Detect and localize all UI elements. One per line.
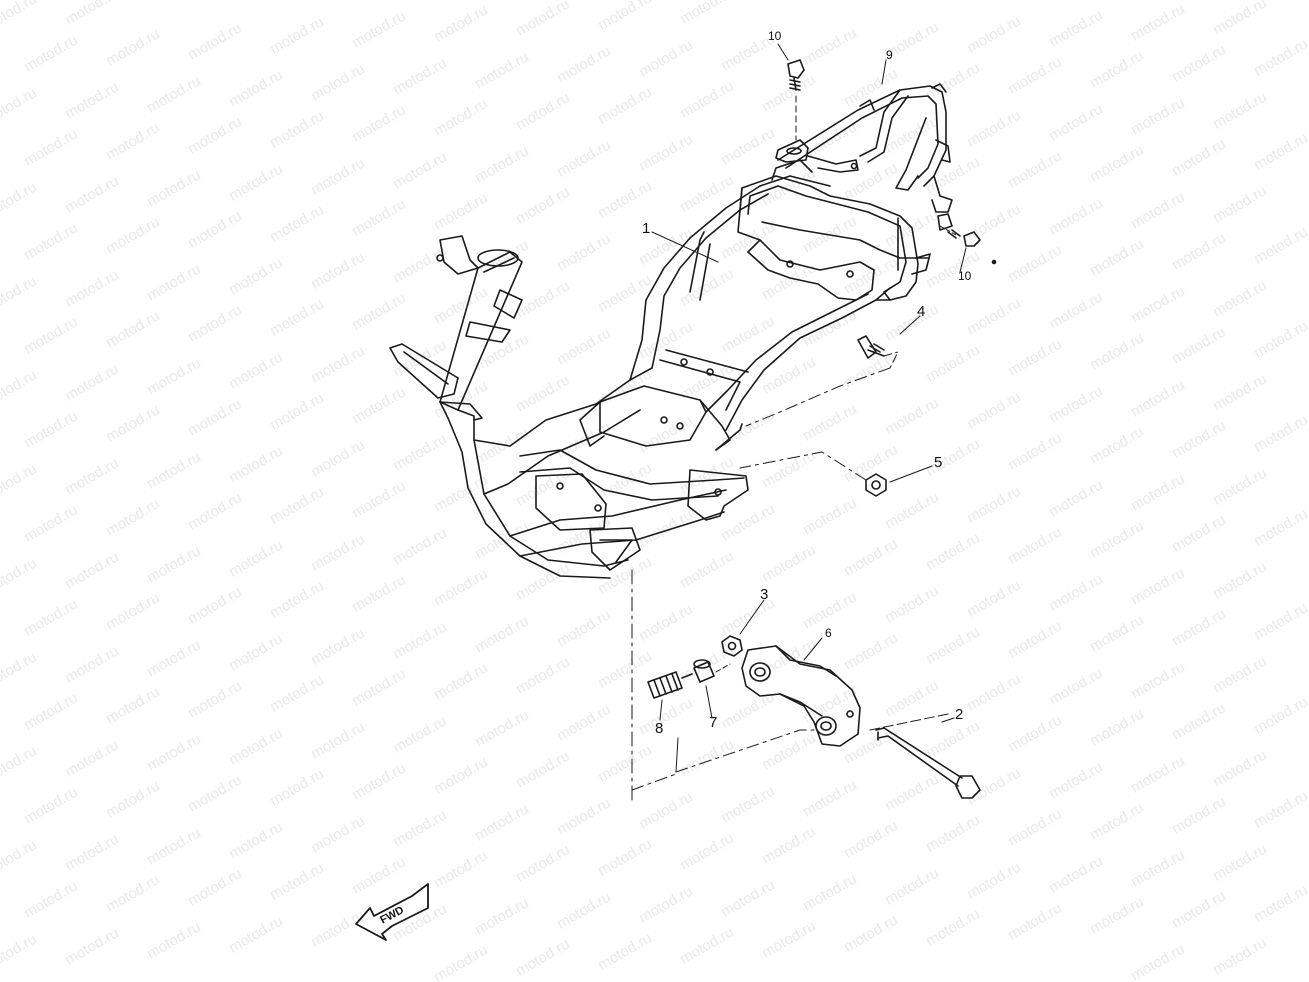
callout-engine-bracket: 6: [825, 626, 832, 640]
callout-pivot-bolt: 2: [955, 706, 964, 723]
callout-bolt-4: 4: [917, 303, 926, 320]
pivot-bolt-2-drawing: [869, 713, 981, 799]
nut-5-drawing: [739, 451, 887, 497]
damper-8-drawing: [647, 671, 693, 699]
fwd-label: FWD: [378, 904, 406, 926]
rear-stay-drawing: [775, 83, 953, 231]
callout-bolt-top: 10: [768, 29, 782, 43]
bolt-top-drawing: [787, 59, 805, 141]
callout-damper: 8: [655, 720, 664, 737]
callout-rear-stay: 9: [886, 48, 893, 62]
nut-3-drawing: [721, 635, 743, 657]
callout-bolt-right: 10: [958, 269, 972, 283]
fwd-arrow-icon: FWD: [355, 883, 429, 941]
engine-bracket-drawing: [741, 645, 861, 747]
main-frame-drawing: [389, 159, 931, 579]
callout-collar: 7: [709, 714, 718, 731]
callout-nut-small: 3: [760, 586, 769, 603]
collar-7-drawing: [693, 659, 731, 683]
callout-nut-5: 5: [934, 454, 943, 471]
leader-lines: [631, 43, 967, 791]
bolt-4-drawing: [745, 335, 899, 427]
callout-frame: 1: [642, 220, 651, 237]
bolt-right-drawing: [939, 225, 981, 247]
